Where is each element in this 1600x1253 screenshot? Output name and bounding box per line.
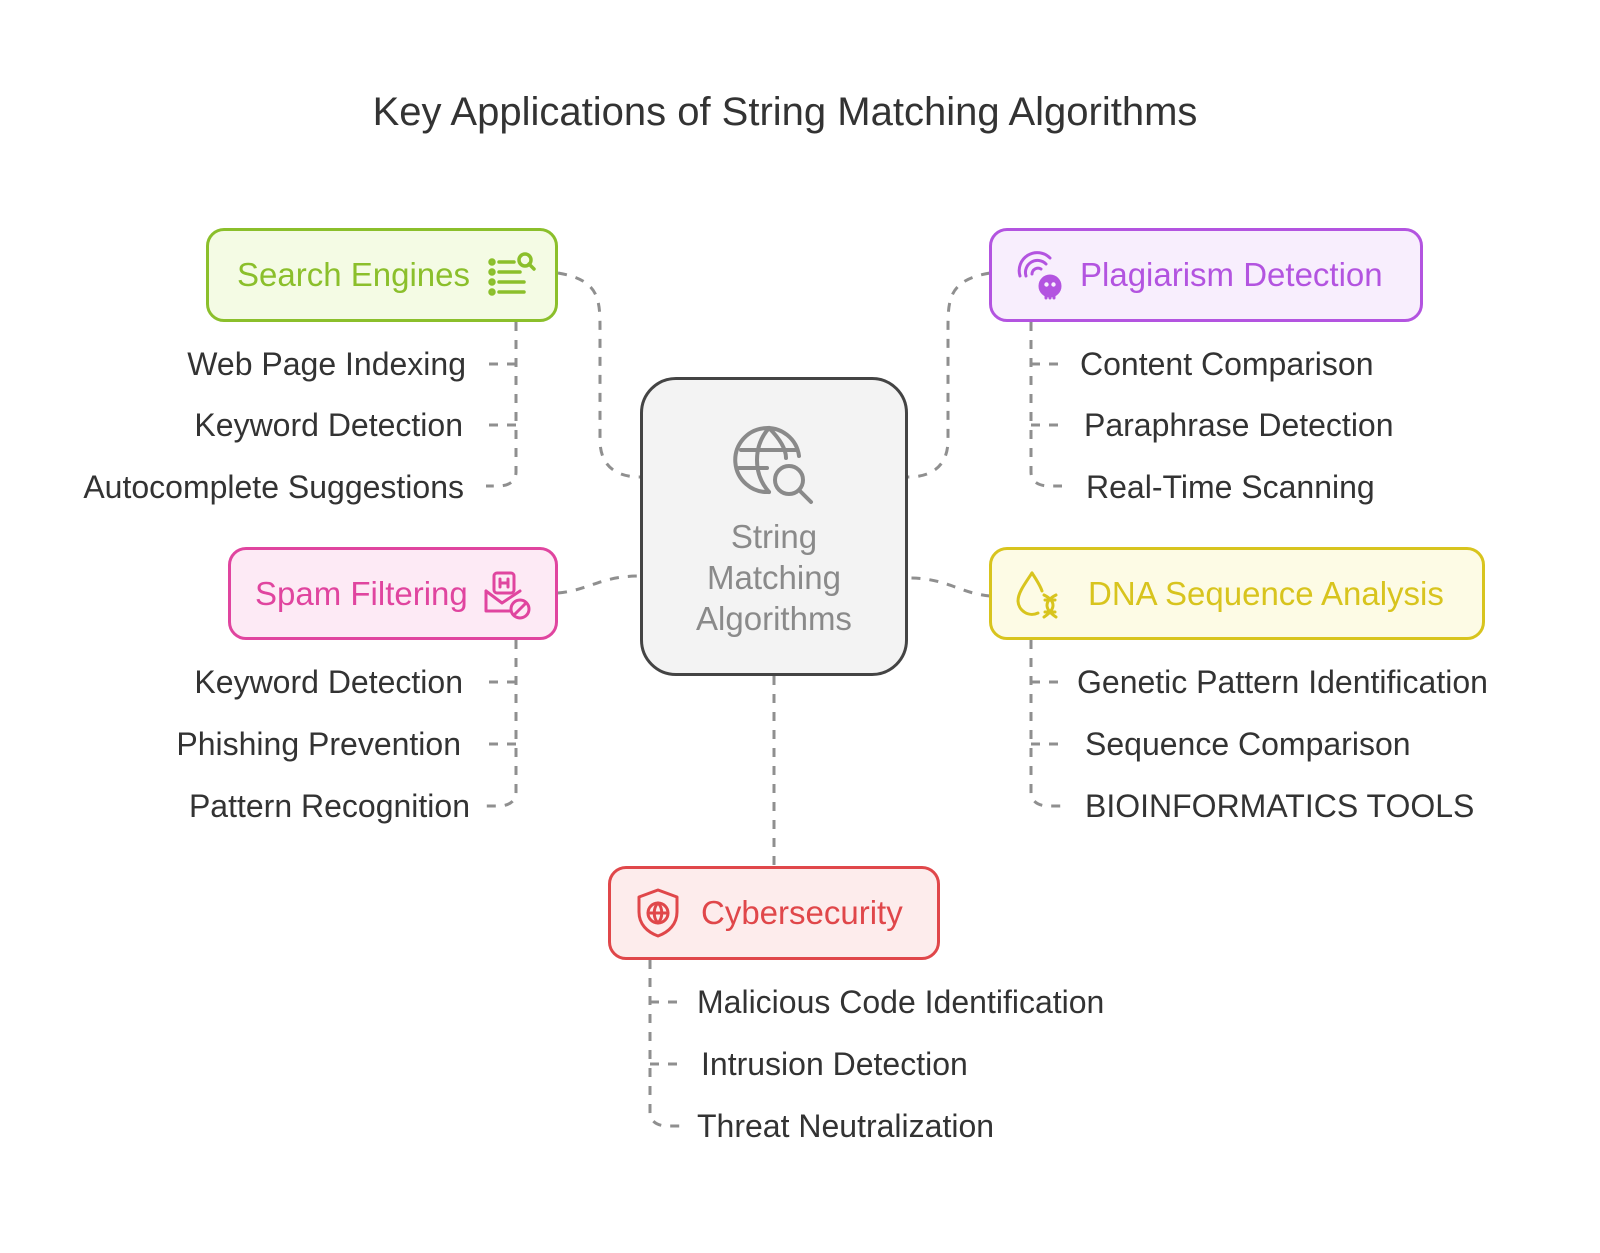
- leaf-web-page-indexing: Web Page Indexing: [187, 346, 466, 382]
- shield-globe-icon: [631, 886, 685, 940]
- category-cybersecurity: Cybersecurity: [608, 866, 940, 960]
- leaf-real-time-scanning: Real-Time Scanning: [1086, 469, 1375, 505]
- connector-spam: [557, 574, 641, 595]
- leaf-malicious-code-identification: Malicious Code Identification: [697, 984, 1105, 1020]
- drop-dna-icon: [1012, 567, 1066, 621]
- diagram-title: Key Applications of String Matching Algo…: [372, 90, 1198, 134]
- center-label: String Matching Algorithms: [696, 518, 852, 637]
- connector-search-trunk: [486, 322, 518, 488]
- leaf-phishing-prevention: Phishing Prevention: [176, 726, 461, 762]
- category-label: Cybersecurity: [701, 894, 903, 931]
- connector-cyber-trunk: [648, 960, 682, 1128]
- leaf-paraphrase-detection: Paraphrase Detection: [1084, 407, 1394, 443]
- category-spam-filtering: Spam Filtering: [228, 547, 558, 640]
- leaf-keyword-detection-spam: Keyword Detection: [194, 664, 463, 700]
- center-node: String Matching Algorithms: [640, 377, 908, 676]
- leaf-pattern-recognition: Pattern Recognition: [188, 788, 470, 824]
- skull-fingerprint-icon: [1012, 248, 1066, 302]
- leaf-threat-neutralization: Threat Neutralization: [697, 1108, 995, 1144]
- leaf-content-comparison: Content Comparison: [1080, 346, 1374, 382]
- category-label: Spam Filtering: [255, 574, 468, 612]
- connector-plagiarism: [907, 271, 991, 479]
- list-search-icon: [484, 248, 538, 302]
- category-label: Plagiarism Detection: [1080, 256, 1383, 293]
- category-dna-sequence-analysis: DNA Sequence Analysis: [989, 547, 1485, 640]
- leaf-bioinformatics-tools: BIOINFORMATICS TOOLS: [1085, 788, 1475, 824]
- category-search-engines: Search Engines: [206, 228, 558, 322]
- connector-search: [557, 271, 641, 479]
- leaf-keyword-detection: Keyword Detection: [194, 407, 463, 443]
- category-plagiarism-detection: Plagiarism Detection: [989, 228, 1423, 322]
- leaf-intrusion-detection: Intrusion Detection: [701, 1046, 968, 1082]
- leaf-sequence-comparison: Sequence Comparison: [1085, 726, 1411, 762]
- leaf-autocomplete-suggestions: Autocomplete Suggestions: [83, 469, 464, 505]
- connector-dna-trunk: [1029, 640, 1062, 808]
- category-label: DNA Sequence Analysis: [1088, 574, 1444, 612]
- connector-dna: [907, 576, 991, 598]
- connector-spam-trunk: [486, 640, 518, 808]
- globe-search-icon: [729, 420, 819, 510]
- mail-bug-blocked-icon: [480, 567, 534, 621]
- category-label: Search Engines: [237, 256, 470, 293]
- leaf-genetic-pattern-identification: Genetic Pattern Identification: [1077, 664, 1488, 700]
- connector-plagiarism-trunk: [1029, 322, 1062, 488]
